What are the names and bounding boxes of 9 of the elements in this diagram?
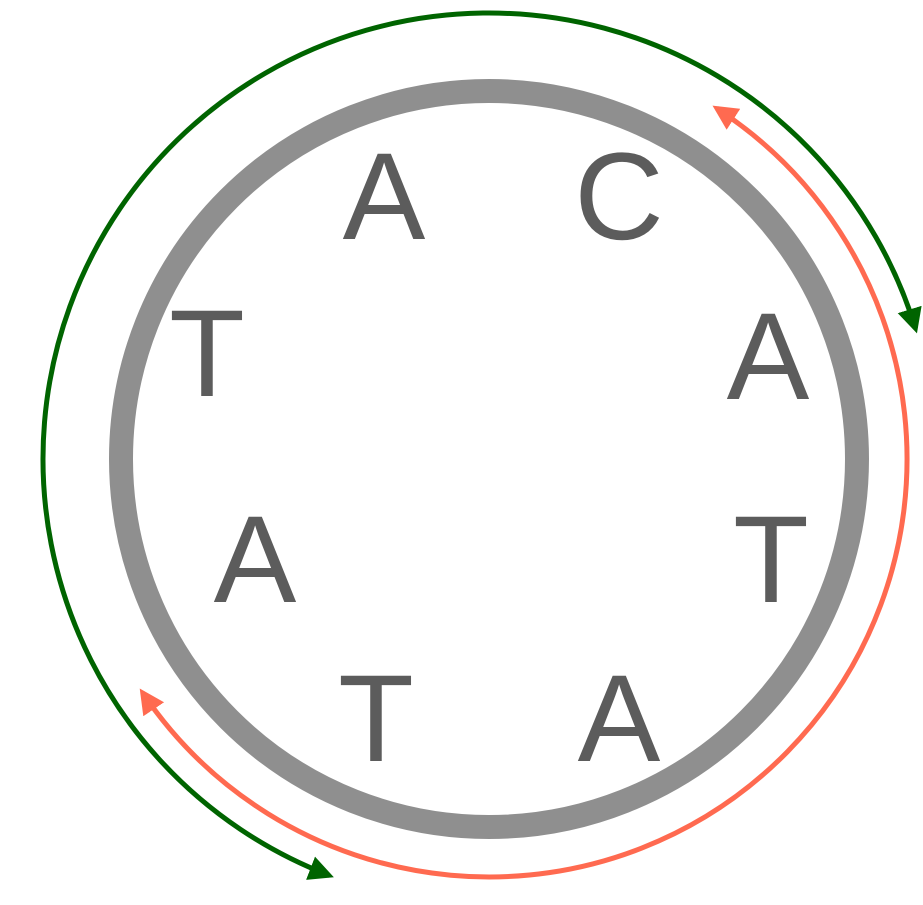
ring bbox=[109, 79, 869, 839]
base-letter: A bbox=[578, 657, 660, 781]
base-letter: T bbox=[169, 292, 245, 416]
base-letter: T bbox=[733, 498, 809, 622]
base-letter: T bbox=[338, 657, 414, 781]
base-letter: C bbox=[574, 135, 664, 259]
base-letter: A bbox=[214, 498, 296, 622]
base-letter: A bbox=[342, 135, 426, 259]
base-letter: A bbox=[726, 295, 810, 419]
